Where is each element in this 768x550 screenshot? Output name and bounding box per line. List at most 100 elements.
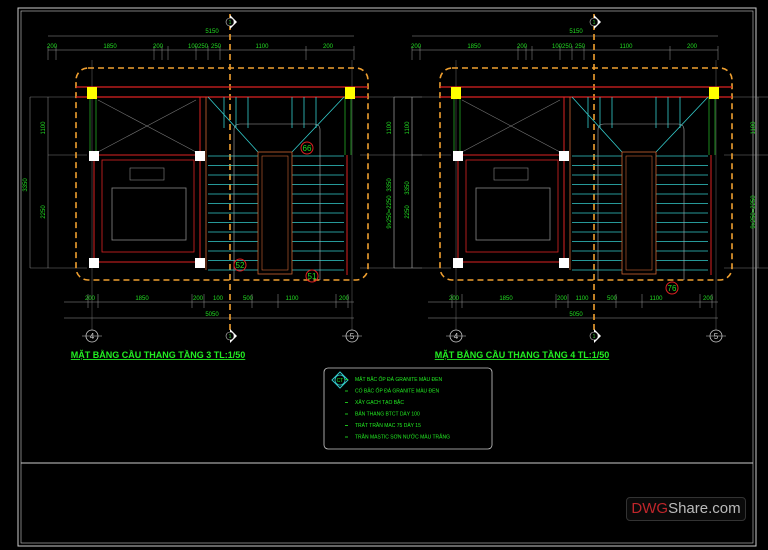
dim-bottom: 200 [557,296,568,302]
dim-right-1: 1100 [387,121,393,135]
elevator-car [475,187,551,241]
dim-bottom-total: 5050 [205,312,219,318]
plan-title: MẶT BẰNG CẦU THANG TẦNG 4 TL:1/50 [435,350,610,360]
winder-line [571,96,623,153]
column-white [453,258,463,268]
dim-bottom: 200 [193,296,204,302]
winder-line [655,96,709,153]
dim-bottom-total: 5050 [569,312,583,318]
stair-well-inner [625,155,653,271]
frame-inner [20,10,754,544]
winder-line [207,96,259,153]
frame-outer [17,7,757,547]
legend-item: CỔ BẬC ỐP ĐÁ GRANITE MÀU ĐEN [355,388,439,395]
legend-tag-icon [331,371,349,389]
legend: CT MẶT BẬC ỐP ĐÁ GRANITE MÀU ĐEN CỔ BẬC Ố… [323,367,493,450]
elevator-car [111,187,187,241]
stair-well-inner [261,155,289,271]
section-label: 1 [593,20,596,26]
legend-item: MẶT BẬC ỐP ĐÁ GRANITE MÀU ĐEN [355,376,442,383]
dim-top: 200 [517,44,528,50]
step-tag [233,258,247,272]
section-label: 1 [593,334,596,340]
section-bubble [589,17,599,27]
dim-top: 200 [47,44,58,50]
column-white [559,258,569,268]
dim-top: 200 [323,44,334,50]
legend-item: TRẦN MASTIC SƠN NƯỚC MÀU TRẮNG [355,433,450,441]
column-white [89,151,99,161]
column-yellow [709,87,719,99]
column-yellow [345,87,355,99]
column-white [453,151,463,161]
step-tag-label: 52 [236,261,245,270]
column-white [195,258,205,268]
section-bubble [589,331,599,341]
void-cross [461,99,561,153]
dim-top: 100 [552,44,563,50]
dim-left-total: 3350 [23,178,29,192]
dim-bottom: 1850 [499,296,513,302]
dim-bottom: 1850 [135,296,149,302]
dim-bottom: 1100 [576,296,590,302]
dim-top-total: 5150 [205,29,219,35]
handrail [233,123,321,280]
slab-boundary [439,67,733,281]
legend-item: XÂY GẠCH TẠO BẬC [355,399,404,406]
step-tag [305,269,319,283]
watermark-part2: Share.com [668,500,741,517]
void-cross [97,99,197,153]
dim-bottom: 1100 [286,296,300,302]
dim-right-2: 9x250=2250 [751,195,757,229]
dim-top: 100 [188,44,199,50]
legend-tag: CT [337,378,344,384]
dim-bottom: 200 [339,296,350,302]
dim-top: 250 [575,44,586,50]
section-bubble [225,331,235,341]
step-tag-label: 76 [668,284,677,293]
step-tag-label: 66 [303,144,312,153]
dim-right-1: 1100 [751,121,757,135]
dim-top: 1100 [620,44,634,50]
legend-item: BẢN THANG BTCT DÀY 100 [355,411,420,418]
axis-label: 4 [454,332,459,341]
legend-item: TRÁT TRẦN MAC 75 DÀY 15 [355,422,421,429]
dim-top: 250 [211,44,222,50]
winder-line [291,96,345,153]
section-bubble [225,17,235,27]
watermark-part1: DWG [631,500,669,517]
dim-bottom: 500 [607,296,618,302]
axis-label: 5 [350,332,355,341]
dim-bottom: 200 [85,296,96,302]
dim-left-1: 1100 [41,121,47,135]
dim-top: 1850 [467,44,481,50]
dim-bottom: 500 [243,296,254,302]
step-tag-label: 51 [308,272,317,281]
axis-label: 4 [90,332,95,341]
section-label: 1 [229,20,232,26]
dim-bottom: 1100 [650,296,664,302]
dim-bottom: 200 [703,296,714,302]
stair-well [621,151,657,275]
step-tag [300,141,314,155]
axis-label: 5 [714,332,719,341]
dim-top: 200 [153,44,164,50]
column-yellow [451,87,461,99]
dim-top: 200 [411,44,422,50]
dim-bottom: 100 [213,296,224,302]
elevator-panel [129,167,165,181]
plan-title: MẶT BẰNG CẦU THANG TẦNG 3 TL:1/50 [71,350,246,360]
column-white [559,151,569,161]
section-label: 1 [229,334,232,340]
watermark-logo: DWGShare.com [626,497,746,521]
column-yellow [87,87,97,99]
dim-top-total: 5150 [569,29,583,35]
dim-top: 1100 [256,44,270,50]
step-tag [665,281,679,295]
handrail [597,123,685,280]
dim-right-total: 3350 [405,181,411,195]
column-white [195,151,205,161]
dim-right-2: 9x250=2250 [387,195,393,229]
dim-top: 250 [562,44,573,50]
